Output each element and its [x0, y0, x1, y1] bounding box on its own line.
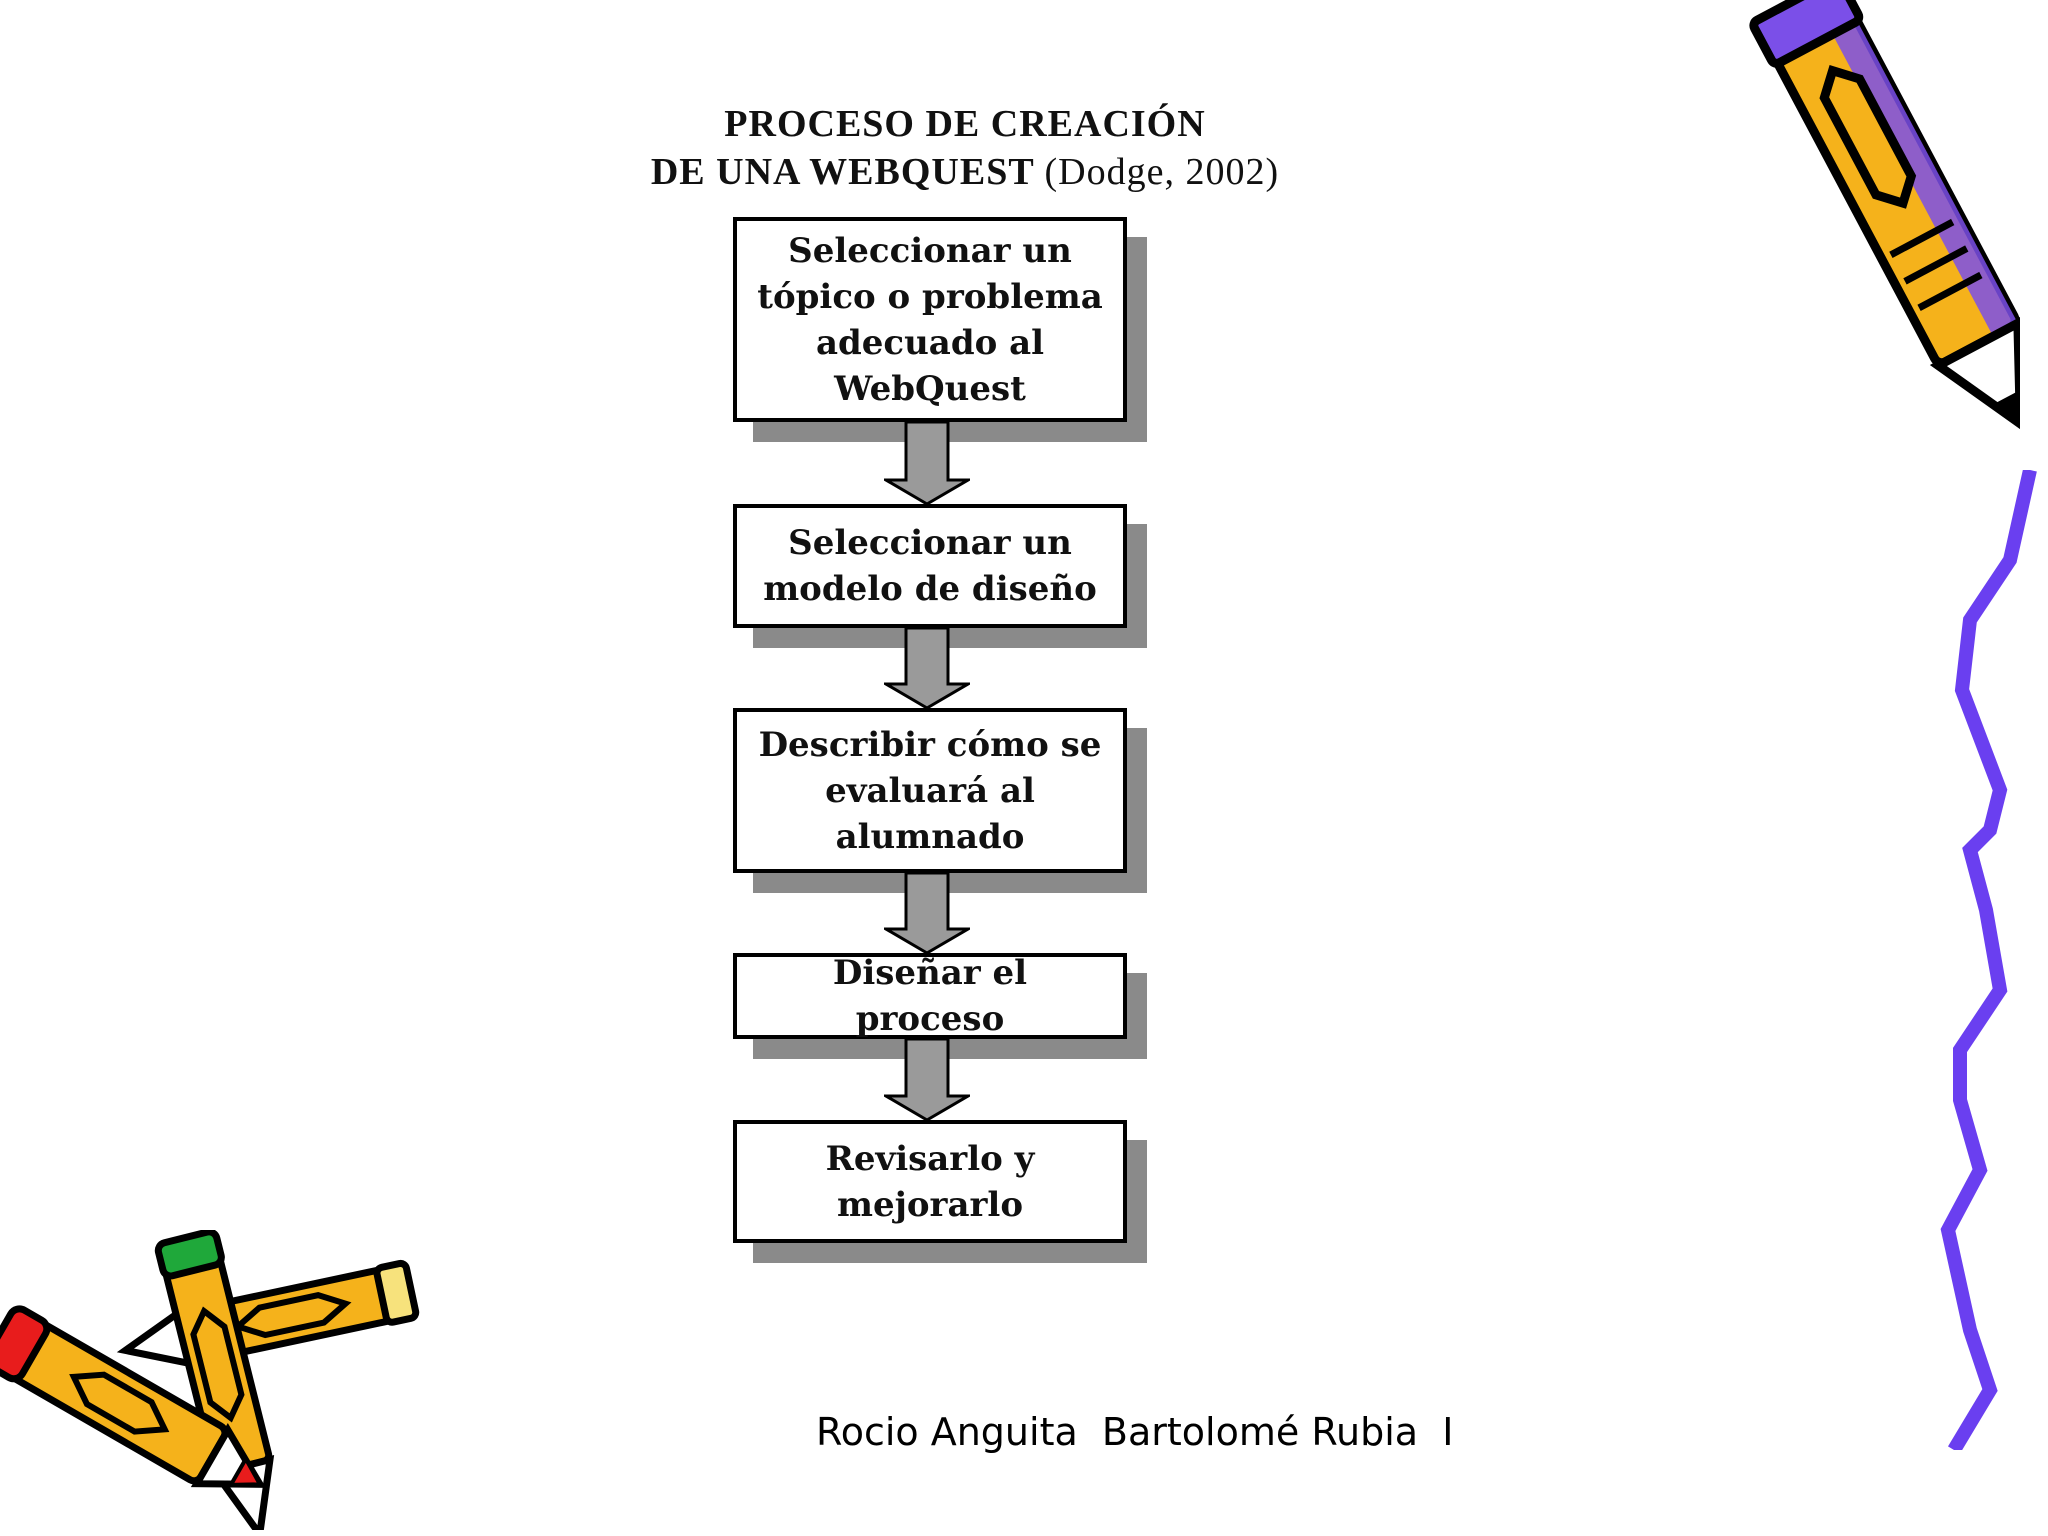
- crossed-pencils-icon: [0, 1230, 420, 1530]
- step-label-1: Seleccionar un tópico o problema adecuad…: [757, 230, 1103, 409]
- title-line-1: PROCESO DE CREACIÓN: [724, 103, 1206, 145]
- step-box-2: Seleccionar un modelo de diseño: [733, 504, 1127, 628]
- step-label-3: Describir cómo se evaluará al alumnado: [758, 724, 1102, 857]
- title-line-2-text: DE UNA WEBQUEST: [650, 151, 1035, 193]
- step-box-4: Diseñar el proceso: [733, 953, 1127, 1039]
- down-arrow-icon: [884, 1039, 970, 1120]
- down-arrow-icon: [884, 628, 970, 708]
- step-label-4: Diseñar el proceso: [832, 953, 1028, 1039]
- down-arrow-icon: [884, 422, 970, 504]
- authors-footer: Rocio Anguita Bartolomé Rubia I: [816, 1410, 1454, 1454]
- down-arrow-icon: [884, 873, 970, 953]
- step-box-5: Revisarlo y mejorarlo: [733, 1120, 1127, 1243]
- step-label-5: Revisarlo y mejorarlo: [825, 1138, 1035, 1225]
- step-box-1: Seleccionar un tópico o problema adecuad…: [733, 217, 1127, 422]
- diagram-title: PROCESO DE CREACIÓN DE UNA WEBQUEST (Dod…: [560, 100, 1370, 196]
- step-label-2: Seleccionar un modelo de diseño: [763, 523, 1097, 609]
- title-line-2: DE UNA WEBQUEST (Dodge, 2002): [560, 148, 1370, 196]
- title-citation: (Dodge, 2002): [1044, 151, 1280, 193]
- step-box-3: Describir cómo se evaluará al alumnado: [733, 708, 1127, 873]
- squiggle-line-icon: [1940, 470, 2037, 1450]
- pencil-icon: [1749, 0, 2020, 433]
